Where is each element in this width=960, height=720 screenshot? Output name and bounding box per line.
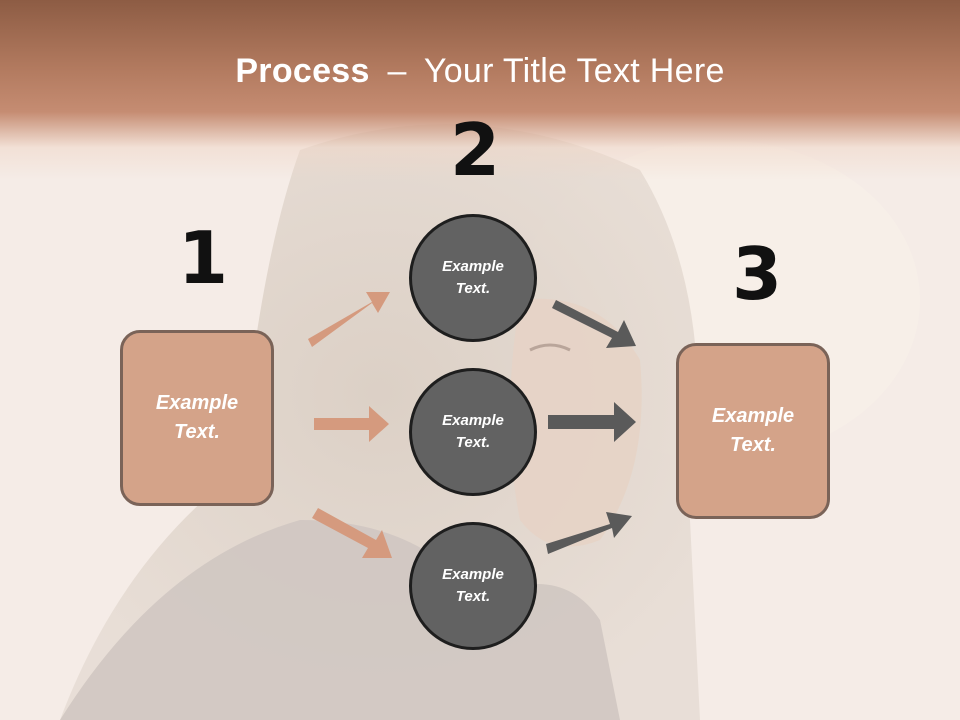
step-1-box: Example Text.	[120, 330, 274, 506]
right-arrows	[546, 300, 636, 554]
step-2-circle-bottom: Example Text.	[409, 522, 537, 650]
title-separator: –	[387, 52, 407, 90]
step-2-number: 2	[450, 108, 501, 192]
arrow-up-right-icon	[308, 292, 390, 347]
step-1-text-line2: Text.	[174, 421, 220, 443]
step-1-number: 1	[178, 216, 229, 300]
arrow-up-right-icon	[546, 512, 632, 554]
arrow-right-icon	[314, 406, 389, 442]
title-bold: Process	[235, 52, 370, 90]
title-rest: Your Title Text Here	[423, 52, 725, 90]
step-2-circle-middle: Example Text.	[409, 368, 537, 496]
circle-text-line1: Example	[442, 411, 504, 429]
circle-text-line2: Text.	[455, 280, 491, 297]
circle-text-line1: Example	[442, 257, 504, 275]
title-band	[0, 0, 960, 180]
step-3-text-line1: Example	[711, 405, 795, 427]
step-3-box: Example Text.	[676, 343, 830, 519]
circle-text-line1: Example	[442, 565, 504, 583]
arrow-down-right-icon	[552, 300, 636, 348]
arrow-down-right-icon	[312, 508, 392, 558]
arrow-right-icon	[548, 402, 636, 442]
left-arrows	[308, 292, 392, 558]
step-3-text-line2: Text.	[730, 434, 776, 456]
circle-text-line2: Text.	[455, 434, 491, 451]
step-2-circle-top: Example Text.	[409, 214, 537, 342]
slide-title: Process – Your Title Text Here	[0, 52, 960, 91]
circle-text-line2: Text.	[455, 588, 491, 605]
step-1-text-line1: Example	[155, 392, 239, 414]
step-3-number: 3	[732, 232, 783, 316]
